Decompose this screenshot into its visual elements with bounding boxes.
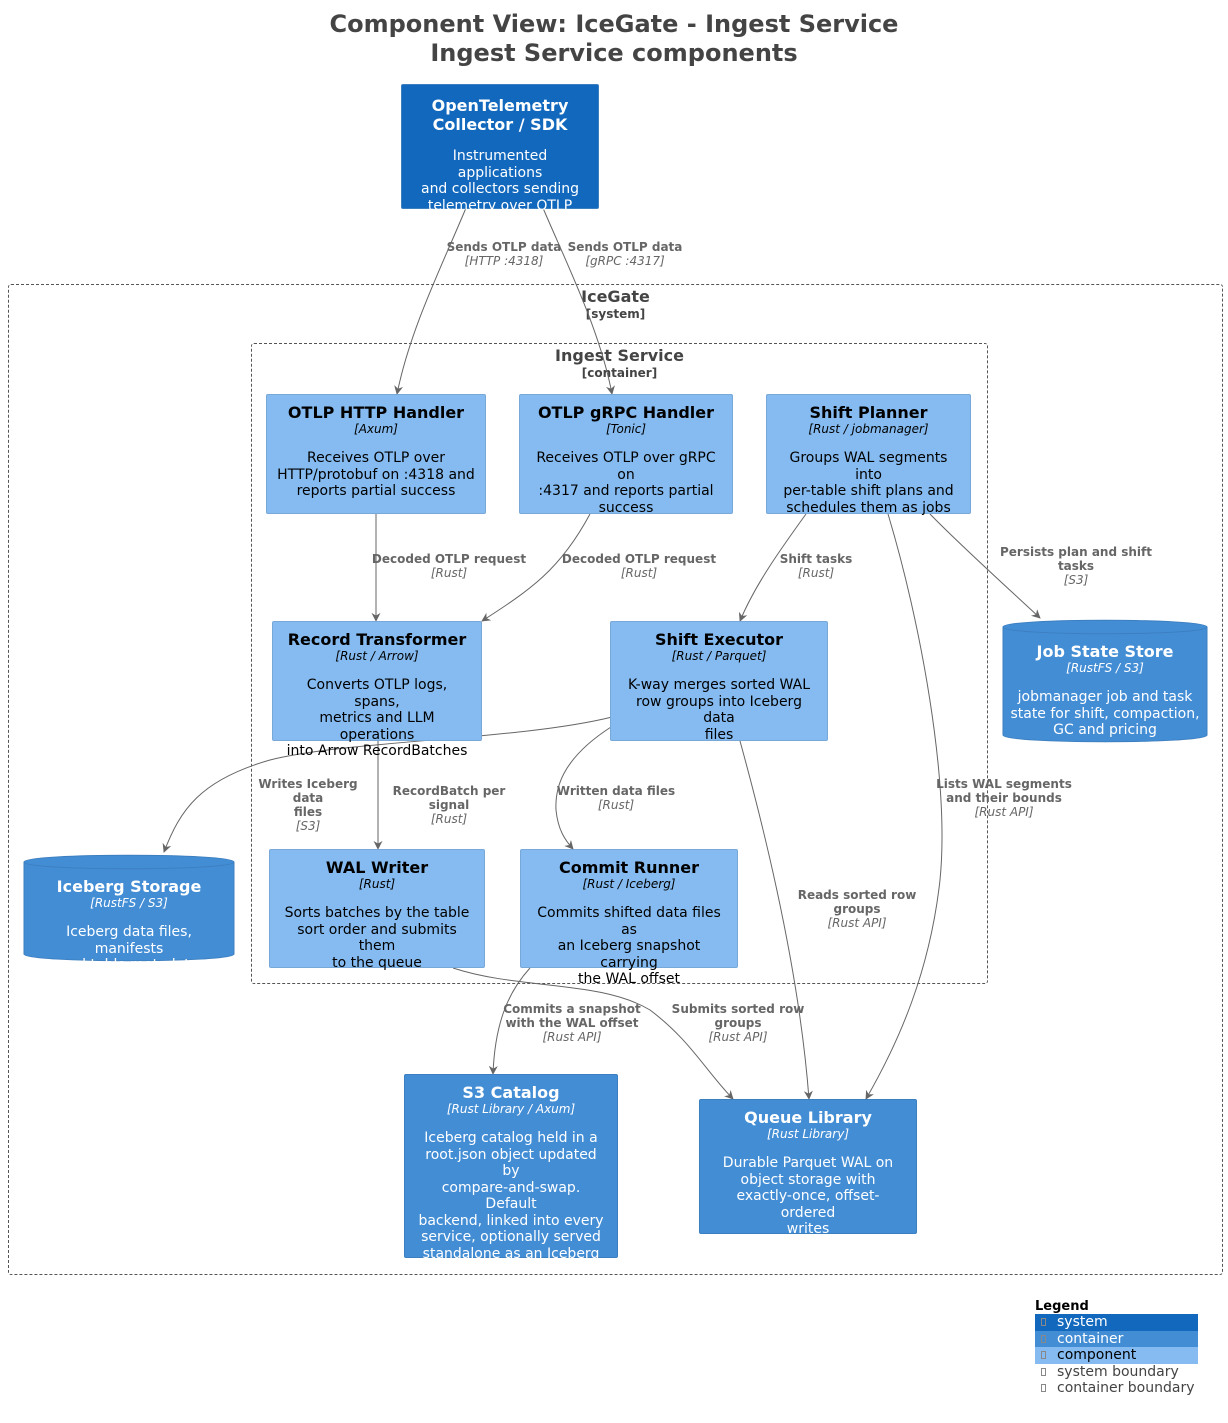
otel-title-line1: OpenTelemetry: [431, 96, 569, 115]
node-technology: [Rust]: [358, 877, 396, 891]
node-technology: [Rust Library / Axum]: [446, 1102, 576, 1116]
edge-label-planner-executor: Shift tasks[Rust]: [779, 552, 853, 580]
job-state-store-node[interactable]: Job State Store [RustFS / S3] jobmanager…: [1002, 617, 1208, 745]
iceberg-storage-node[interactable]: Iceberg Storage [RustFS / S3] Iceberg da…: [23, 852, 235, 973]
edge-planner-to-executor: [738, 513, 807, 622]
edge-label-grpc-transformer: Decoded OTLP request[Rust]: [561, 552, 717, 580]
node-technology: [Tonic]: [605, 422, 647, 436]
database-cylinder-icon: [23, 854, 235, 962]
icegate-boundary-name: IceGate: [581, 287, 650, 306]
s3-catalog-node[interactable]: S3 Catalog [Rust Library / Axum] Iceberg…: [404, 1074, 618, 1278]
shift-executor-node[interactable]: Shift Executor [Rust / Parquet] K-way me…: [610, 621, 828, 743]
node-title: Job State Store: [1036, 642, 1174, 661]
node-title: WAL Writer: [325, 858, 429, 877]
legend-swatch-icon: [1041, 1367, 1046, 1376]
ingest-boundary-name: Ingest Service: [555, 346, 684, 365]
wal-writer-node[interactable]: WAL Writer [Rust] Sorts batches by the t…: [269, 849, 485, 971]
database-cylinder-icon: [1002, 619, 1208, 743]
edge-executor-to-commit-runner: [555, 726, 612, 850]
node-technology: [Rust / Parquet]: [671, 649, 767, 663]
edge-grpc-to-record-transformer: [481, 513, 591, 622]
opentelemetry-collector-node[interactable]: OpenTelemetry Collector / SDK Instrument…: [401, 84, 599, 214]
legend-item-container-boundary: container boundary: [1035, 1380, 1198, 1397]
node-title: Commit Runner: [558, 858, 699, 877]
legend-item-container: container: [1035, 1330, 1198, 1347]
ingest-service-container-boundary: Ingest Service [container]: [251, 343, 988, 984]
otlp-grpc-handler-node[interactable]: OTLP gRPC Handler [Tonic] Receives OTLP …: [519, 394, 733, 516]
edge-executor-to-queue: [739, 740, 813, 1100]
edge-commit-runner-to-s3-catalog: [488, 967, 531, 1075]
edge-label-otel-grpc: Sends OTLP data[gRPC :4317]: [567, 240, 683, 268]
diagram-title-line2: Ingest Service components: [430, 39, 798, 67]
edge-otel-to-grpc-handler: [542, 207, 615, 395]
node-technology: [RustFS / S3]: [1066, 661, 1144, 675]
ingest-boundary-type: [container]: [581, 366, 658, 380]
node-title: OTLP gRPC Handler: [537, 403, 715, 422]
node-technology: [Rust / jobmanager]: [808, 422, 929, 436]
node-title: Shift Planner: [809, 403, 928, 422]
edge-label-otel-http: Sends OTLP data[HTTP :4318]: [446, 240, 562, 268]
node-title: Iceberg Storage: [56, 877, 202, 896]
legend-swatch-icon: [1041, 1351, 1046, 1359]
node-technology: [Axum]: [354, 422, 398, 436]
edge-wal-writer-to-queue: [452, 967, 734, 1100]
otel-title-line2: Collector / SDK: [432, 115, 568, 134]
edge-planner-to-queue: [865, 513, 943, 1100]
legend: Legend system container component system…: [1035, 1299, 1198, 1397]
node-technology: [Rust / Iceberg]: [582, 877, 676, 891]
shift-planner-node[interactable]: Shift Planner [Rust / jobmanager] Groups…: [766, 394, 971, 516]
node-title: S3 Catalog: [462, 1083, 560, 1102]
legend-item-system-boundary: system boundary: [1035, 1364, 1198, 1381]
legend-swatch-icon: [1041, 1334, 1046, 1343]
icegate-system-boundary: IceGate [system]: [8, 284, 1223, 1275]
legend-item-component: component: [1035, 1347, 1198, 1364]
queue-library-node[interactable]: Queue Library [Rust Library] Durable Par…: [699, 1099, 917, 1237]
legend-swatch-icon: [1041, 1384, 1046, 1392]
node-title: Queue Library: [744, 1108, 872, 1127]
node-title: OTLP HTTP Handler: [287, 403, 465, 422]
node-description: Converts OTLP logs, spans,metrics and LL…: [286, 677, 468, 759]
node-title: Record Transformer: [287, 630, 467, 649]
legend-swatch-icon: [1041, 1318, 1046, 1326]
icegate-boundary-type: [system]: [585, 307, 646, 321]
legend-item-system: system: [1035, 1314, 1198, 1331]
edge-planner-to-job-state: [929, 513, 1041, 619]
diagram-title-line1: Component View: IceGate - Ingest Service: [329, 10, 899, 38]
edge-label-executor-commit: Written data files[Rust]: [556, 784, 676, 812]
legend-title: Legend: [1035, 1299, 1089, 1314]
node-technology: [RustFS / S3]: [90, 896, 168, 910]
node-description: Receives OTLP over gRPC on:4317 and repo…: [536, 450, 716, 516]
otlp-http-handler-node[interactable]: OTLP HTTP Handler [Axum] Receives OTLP o…: [266, 394, 486, 514]
commit-runner-node[interactable]: Commit Runner [Rust / Iceberg] Commits s…: [520, 849, 738, 987]
node-technology: [Rust / Arrow]: [335, 649, 419, 663]
edge-label-transformer-wal: RecordBatch per signal[Rust]: [392, 784, 506, 826]
node-technology: [Rust Library]: [766, 1127, 850, 1141]
edge-otel-to-http-handler: [394, 207, 467, 395]
edge-label-http-transformer: Decoded OTLP request[Rust]: [371, 552, 527, 580]
edge-executor-to-iceberg-storage: [162, 716, 613, 853]
record-transformer-node[interactable]: Record Transformer [Rust / Arrow] Conver…: [272, 621, 482, 759]
node-title: Shift Executor: [654, 630, 784, 649]
